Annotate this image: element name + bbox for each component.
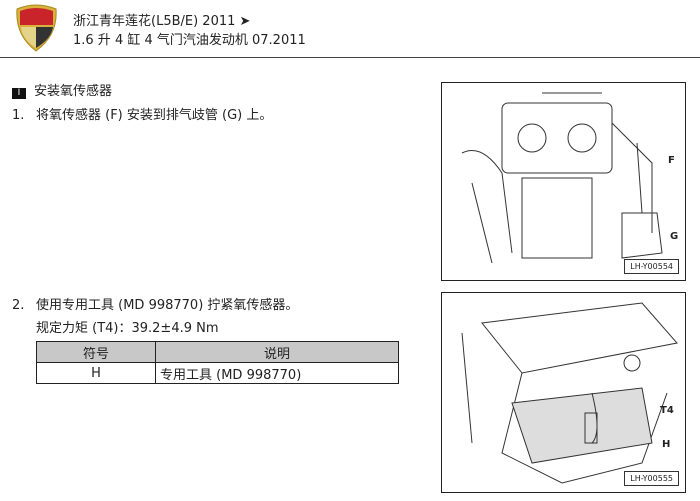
table-cell: 专用工具 (MD 998770) — [155, 362, 399, 384]
doc-subtitle: 1.6 升 4 缸 4 气门汽油发动机 07.2011 — [73, 33, 306, 48]
section-heading: I 安装氧传感器 — [12, 80, 112, 99]
label-T4: T4 — [660, 405, 674, 416]
table-header: 符号 — [36, 341, 156, 363]
table-header: 说明 — [155, 341, 399, 363]
engine-illustration — [461, 302, 678, 484]
table-cell: H — [36, 362, 156, 384]
figure-engine-manifold: T4 H LH-Y00555 — [441, 292, 686, 493]
label-F: F — [668, 155, 675, 166]
label-H: H — [662, 439, 671, 450]
section-title: 安装氧传感器 — [34, 84, 113, 99]
figure-engine-top: F G LH-Y00554 — [441, 82, 686, 281]
label-G: G — [670, 231, 679, 242]
figure-caption: LH-Y00555 — [624, 471, 679, 486]
step-2: 2. 使用专用工具 (MD 998770) 拧紧氧传感器。 — [12, 294, 298, 313]
brand-logo — [14, 3, 59, 53]
engine-illustration — [461, 92, 663, 264]
step-1: 1. 将氧传感器 (F) 安装到排气歧管 (G) 上。 — [12, 104, 272, 123]
torque-spec: 规定力矩 (T4)：39.2±4.9 Nm — [36, 321, 219, 336]
section-marker: I — [12, 88, 26, 99]
step-number: 2. — [12, 298, 25, 313]
figure-caption: LH-Y00554 — [624, 259, 679, 274]
step-text: 将氧传感器 (F) 安装到排气歧管 (G) 上。 — [36, 108, 273, 123]
step-text: 使用专用工具 (MD 998770) 拧紧氧传感器。 — [36, 298, 299, 313]
step-number: 1. — [12, 108, 25, 123]
header-divider — [0, 57, 700, 58]
doc-title: 浙江青年莲花(L5B/E) 2011 ➤ — [73, 14, 251, 29]
